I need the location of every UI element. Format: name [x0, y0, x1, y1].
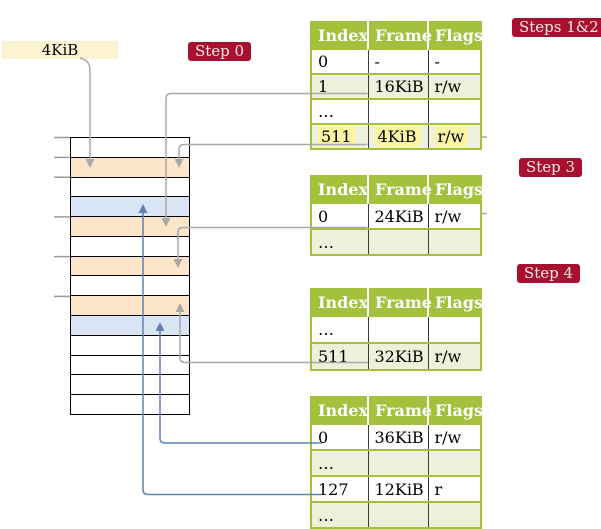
- table-row: 511 32KiB r/w: [311, 342, 481, 370]
- table-row: …: [311, 501, 481, 528]
- page-table-step-4: Index Frame Flags … 511 32KiB r/w: [310, 288, 483, 371]
- cell-index: …: [311, 228, 369, 255]
- highlight: 4KiB: [374, 126, 420, 147]
- table-row: 1 16KiB r/w: [311, 73, 481, 99]
- memory-row-8: [71, 276, 189, 297]
- cell-index: …: [311, 449, 369, 476]
- memory-column: [70, 137, 190, 415]
- column-header-index: Index: [311, 176, 369, 203]
- memory-row-6: [71, 236, 189, 257]
- column-header-flags: Flags: [428, 176, 483, 203]
- cell-flags: r/w: [428, 342, 481, 370]
- cell-flags: r/w: [428, 73, 481, 99]
- step-4-badge: Step 4: [517, 264, 581, 283]
- cell-flags: [428, 315, 481, 343]
- cell-index: 511: [311, 123, 369, 149]
- column-header-index: Index: [311, 397, 369, 424]
- cell-index: 0: [311, 48, 369, 74]
- memory-ticks: [54, 136, 70, 298]
- column-header-frame: Frame: [368, 22, 432, 49]
- cell-flags: -: [428, 48, 481, 74]
- memory-row-2: [71, 157, 189, 178]
- cell-index: 511: [311, 342, 369, 370]
- cell-frame: [368, 449, 429, 476]
- page-table-steps-1-2: Index Frame Flags 0 - - 1 16KiB r/w … 51…: [310, 21, 483, 150]
- cell-frame: [368, 98, 429, 124]
- cell-frame: [368, 315, 429, 343]
- column-header-frame: Frame: [368, 397, 432, 424]
- cell-index: …: [311, 501, 369, 528]
- memory-row-5: [71, 217, 189, 237]
- table-row: 0 - -: [311, 48, 481, 74]
- cell-frame: 4KiB: [368, 123, 429, 149]
- cell-frame: -: [368, 48, 429, 74]
- step-0-badge: Step 0: [188, 42, 252, 61]
- memory-row-14: [71, 395, 189, 414]
- table-header-row: Index Frame Flags: [311, 22, 483, 49]
- page-table-step-3: Index Frame Flags 0 24KiB r/w …: [310, 175, 483, 256]
- cell-frame: [368, 501, 429, 528]
- memory-row-7: [71, 256, 189, 277]
- cell-flags: [428, 228, 481, 255]
- memory-row-9: [71, 296, 189, 317]
- memory-row-11: [71, 335, 189, 356]
- cell-index: 1: [311, 73, 369, 99]
- column-header-index: Index: [311, 289, 369, 316]
- cell-frame: [368, 228, 429, 255]
- memory-row-13: [71, 375, 189, 396]
- cell-frame: 12KiB: [368, 475, 429, 502]
- memory-row-12: [71, 355, 189, 376]
- table-header-row: Index Frame Flags: [311, 176, 483, 203]
- memory-row-3: [71, 177, 189, 198]
- cell-flags: [428, 98, 481, 124]
- step-3-badge: Step 3: [519, 158, 583, 177]
- table-row: 127 12KiB r: [311, 475, 481, 502]
- cell-index: 0: [311, 202, 369, 229]
- table-row: 0 24KiB r/w: [311, 202, 481, 229]
- column-header-frame: Frame: [368, 289, 432, 316]
- column-header-flags: Flags: [428, 289, 483, 316]
- table-row: …: [311, 228, 481, 255]
- column-header-frame: Frame: [368, 176, 432, 203]
- cell-flags: [428, 501, 481, 528]
- cell-index: 0: [311, 423, 369, 450]
- table-row: …: [311, 449, 481, 476]
- cell-frame: 16KiB: [368, 73, 429, 99]
- table-row: 0 36KiB r/w: [311, 423, 481, 450]
- cell-flags: r/w: [428, 123, 481, 149]
- cell-frame: 32KiB: [368, 342, 429, 370]
- cell-index: …: [311, 98, 369, 124]
- frame-size-label: 4KiB: [2, 41, 118, 59]
- highlight: 511: [318, 126, 355, 147]
- cell-flags: [428, 449, 481, 476]
- table-row: …: [311, 315, 481, 343]
- column-header-flags: Flags: [428, 397, 483, 424]
- table-header-row: Index Frame Flags: [311, 289, 483, 316]
- memory-row-4: [71, 197, 189, 218]
- cell-flags: r/w: [428, 423, 481, 450]
- cell-frame: 24KiB: [368, 202, 429, 229]
- column-header-flags: Flags: [428, 22, 483, 49]
- table-row-highlighted: 511 4KiB r/w: [311, 123, 481, 149]
- steps-1-2-badge: Steps 1&2: [512, 18, 601, 37]
- memory-row-10: [71, 316, 189, 336]
- table-header-row: Index Frame Flags: [311, 397, 483, 424]
- column-header-index: Index: [311, 22, 369, 49]
- memory-row-1: [71, 138, 189, 158]
- highlight: r/w: [434, 126, 468, 147]
- table-row: …: [311, 98, 481, 124]
- cell-flags: r/w: [428, 202, 481, 229]
- cell-flags: r: [428, 475, 481, 502]
- page-table-final: Index Frame Flags 0 36KiB r/w … 127 12Ki…: [310, 396, 483, 529]
- cell-index: 127: [311, 475, 369, 502]
- cell-index: …: [311, 315, 369, 343]
- cell-frame: 36KiB: [368, 423, 429, 450]
